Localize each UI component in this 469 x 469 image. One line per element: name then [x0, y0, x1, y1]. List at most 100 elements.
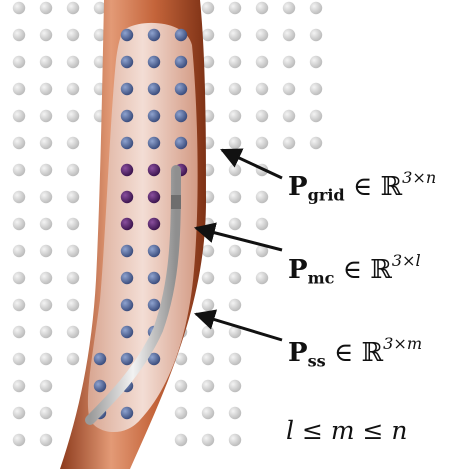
- grid-point: [201, 244, 215, 258]
- ss-point: [120, 55, 134, 69]
- ss-point: [120, 136, 134, 150]
- label-p-mc-space: ℝ: [370, 255, 392, 286]
- grid-point: [12, 325, 26, 339]
- grid-point: [309, 55, 323, 69]
- grid-point: [12, 109, 26, 123]
- label-p-grid-relation: ∈: [352, 172, 373, 203]
- grid-point: [201, 379, 215, 393]
- grid-point: [201, 271, 215, 285]
- grid-point: [39, 298, 53, 312]
- grid-point: [228, 1, 242, 15]
- grid-point: [228, 406, 242, 420]
- ss-point: [120, 298, 134, 312]
- grid-point: [201, 325, 215, 339]
- grid-point: [39, 325, 53, 339]
- grid-point: [228, 433, 242, 447]
- ss-point: [93, 379, 107, 393]
- grid-point: [12, 190, 26, 204]
- grid-point: [228, 379, 242, 393]
- label-p-mc-relation: ∈: [342, 255, 362, 286]
- label-p-mc-subscript: mc: [307, 268, 335, 288]
- mc-point: [147, 190, 161, 204]
- ss-point: [147, 352, 161, 366]
- grid-point: [39, 1, 53, 15]
- grid-point: [12, 379, 26, 393]
- grid-point: [93, 1, 107, 15]
- grid-point: [174, 406, 188, 420]
- grid-point: [228, 352, 242, 366]
- ss-point: [147, 136, 161, 150]
- grid-point: [12, 352, 26, 366]
- grid-point: [66, 244, 80, 258]
- grid-point: [282, 55, 296, 69]
- label-p-ss-subscript: ss: [307, 351, 326, 371]
- ss-point: [174, 28, 188, 42]
- grid-point: [309, 109, 323, 123]
- label-p-mc-dims: 3×l: [391, 251, 421, 270]
- grid-point: [66, 109, 80, 123]
- mc-point: [147, 217, 161, 231]
- grid-point: [228, 298, 242, 312]
- mc-point: [120, 163, 134, 177]
- label-p-grid: Pgrid ∈ ℝ3×n: [288, 168, 437, 205]
- ss-point: [120, 271, 134, 285]
- grid-point: [66, 271, 80, 285]
- grid-point: [228, 82, 242, 96]
- grid-point: [66, 28, 80, 42]
- grid-point: [66, 325, 80, 339]
- grid-point: [282, 28, 296, 42]
- grid-point: [12, 82, 26, 96]
- label-p-grid-dims: 3×n: [402, 168, 437, 187]
- grid-point: [174, 433, 188, 447]
- grid-point: [309, 28, 323, 42]
- grid-point: [282, 1, 296, 15]
- grid-point: [66, 82, 80, 96]
- grid-point: [66, 352, 80, 366]
- label-p-ss-dims: 3×m: [383, 334, 423, 353]
- grid-point: [201, 28, 215, 42]
- grid-point: [282, 136, 296, 150]
- ss-point: [174, 136, 188, 150]
- grid-point: [12, 433, 26, 447]
- grid-point: [255, 136, 269, 150]
- grid-point: [39, 244, 53, 258]
- grid-point: [255, 217, 269, 231]
- grid-point: [66, 163, 80, 177]
- label-p-ss-space: ℝ: [361, 338, 384, 369]
- label-p-grid-subscript: grid: [307, 185, 345, 205]
- vessel-lumen-cutaway: [87, 22, 198, 433]
- grid-point: [66, 298, 80, 312]
- grid-point: [228, 55, 242, 69]
- grid-point: [228, 136, 242, 150]
- grid-point: [228, 28, 242, 42]
- grid-point: [282, 82, 296, 96]
- ss-point: [174, 82, 188, 96]
- grid-point: [66, 190, 80, 204]
- grid-point: [12, 163, 26, 177]
- grid-point: [201, 406, 215, 420]
- grid-point: [201, 298, 215, 312]
- ss-point: [120, 82, 134, 96]
- grid-point: [66, 136, 80, 150]
- label-p-ss-symbol: P: [288, 338, 308, 369]
- grid-point: [228, 109, 242, 123]
- ss-point: [147, 82, 161, 96]
- ss-point: [147, 298, 161, 312]
- grid-point: [228, 190, 242, 204]
- grid-point: [201, 352, 215, 366]
- grid-point: [12, 28, 26, 42]
- grid-point: [12, 406, 26, 420]
- grid-point: [39, 379, 53, 393]
- grid-point: [255, 190, 269, 204]
- grid-point: [39, 352, 53, 366]
- grid-point: [174, 379, 188, 393]
- mc-point: [147, 163, 161, 177]
- ss-point: [147, 244, 161, 258]
- catheter-tube: [85, 165, 181, 425]
- label-p-mc-symbol: P: [288, 255, 308, 286]
- mc-point: [120, 217, 134, 231]
- grid-point: [228, 244, 242, 258]
- grid-point: [255, 1, 269, 15]
- inequality-caption: l ≤ m ≤ n: [286, 416, 408, 445]
- grid-point: [255, 109, 269, 123]
